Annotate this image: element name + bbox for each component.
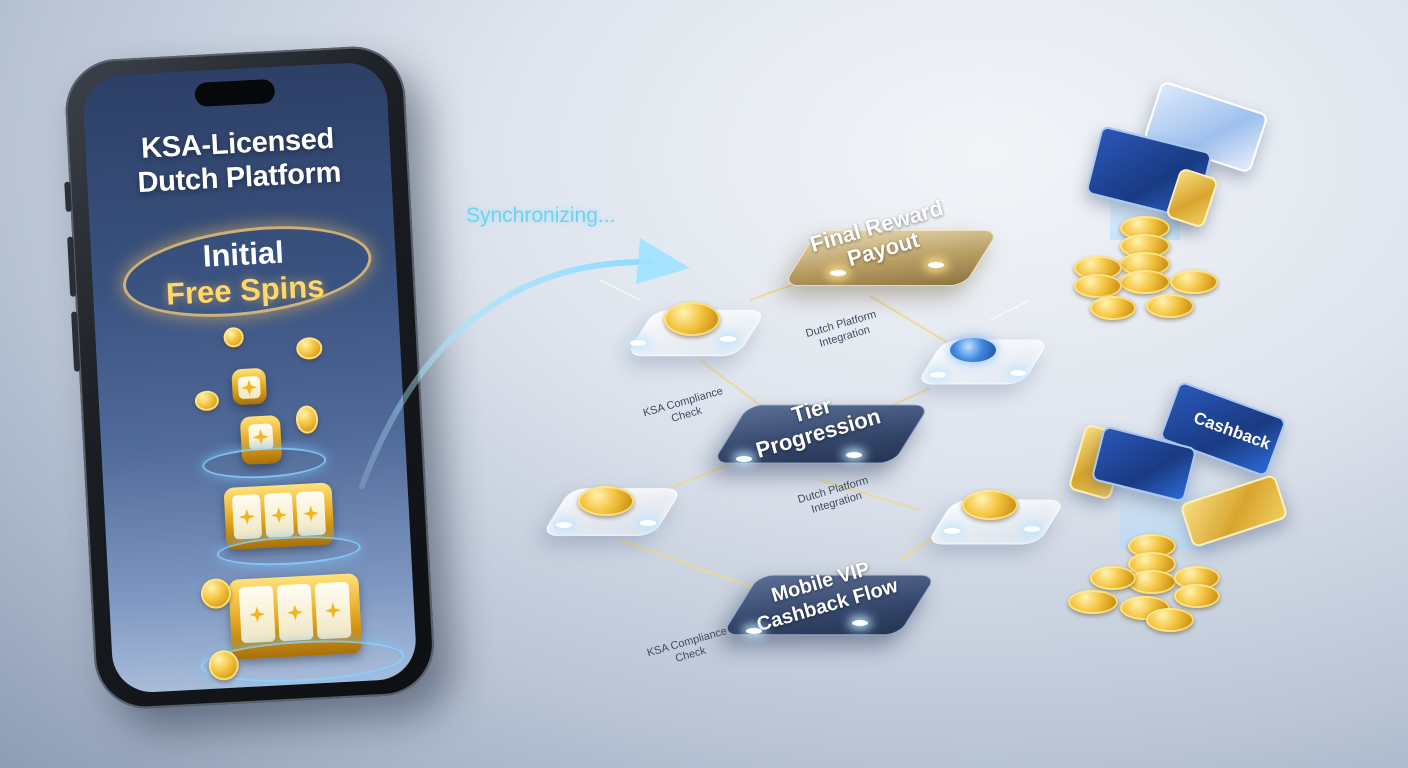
node-light (930, 372, 946, 378)
coin-icon (1146, 608, 1194, 632)
node-light (720, 336, 736, 342)
node-light (746, 628, 762, 634)
node-light (830, 270, 846, 276)
coin-icon (1120, 270, 1170, 294)
coin-icon (1128, 570, 1176, 594)
node-light (928, 262, 944, 268)
coin-icon (1068, 590, 1118, 614)
coin-icon (1074, 274, 1122, 298)
cashback-card-label: Cashback (1191, 408, 1274, 454)
node-light (852, 620, 868, 626)
coin-icon (578, 486, 634, 516)
sync-label: Synchronizing... (466, 204, 616, 227)
coin-icon (1146, 294, 1194, 318)
coin-icon (664, 302, 720, 336)
sync-arrow-head (636, 238, 690, 284)
node-light (1010, 370, 1026, 376)
node-light (736, 456, 752, 462)
coin-icon (1090, 296, 1136, 320)
node-light (1024, 526, 1040, 532)
node-light (556, 522, 572, 528)
node-light (640, 520, 656, 526)
coin-icon (1090, 566, 1136, 590)
node-light (846, 452, 862, 458)
coin-icon (1170, 270, 1218, 294)
coin-icon (1174, 584, 1220, 608)
blue-token-icon (950, 338, 996, 362)
node-light (944, 528, 960, 534)
sync-arrow (359, 258, 653, 489)
coin-icon (962, 490, 1018, 520)
node-light (630, 340, 646, 346)
